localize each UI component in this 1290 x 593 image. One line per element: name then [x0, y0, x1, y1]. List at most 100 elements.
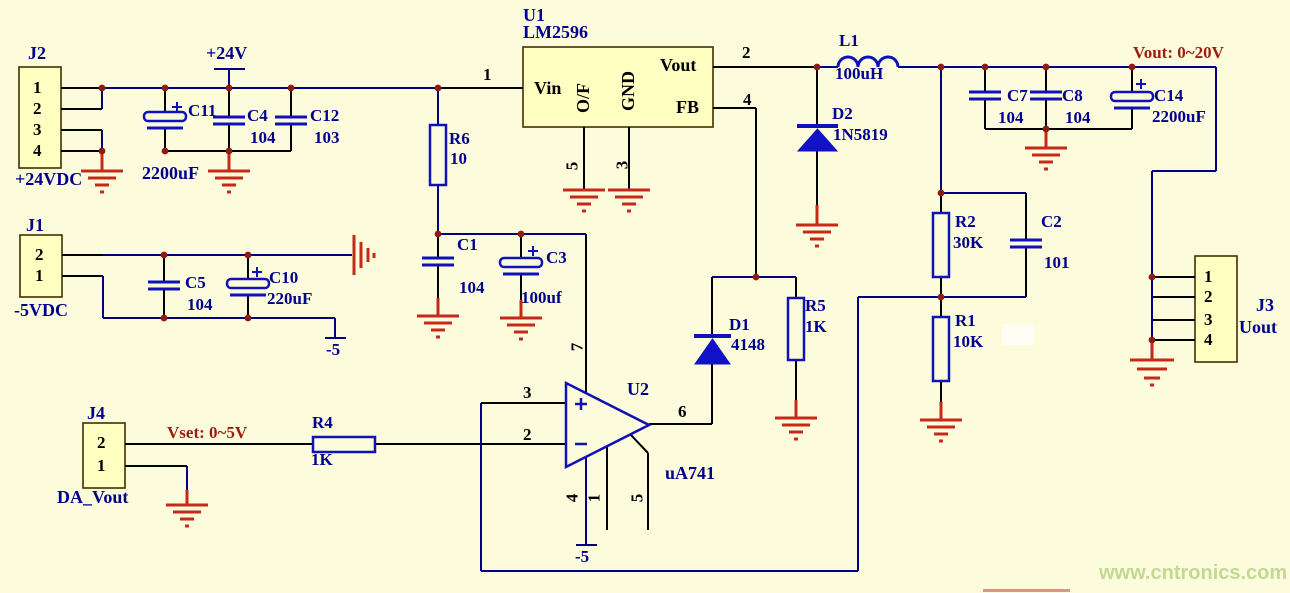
- bottom-edge-artifact: [983, 589, 1070, 592]
- c1-value: 104: [459, 278, 485, 297]
- ground-r5: [775, 400, 817, 441]
- d2-ref: D2: [832, 104, 853, 123]
- u2-pin-number-5: 5: [627, 493, 647, 503]
- c4-ref: C4: [247, 106, 268, 125]
- l1-ref: L1: [839, 31, 859, 50]
- u2-pin-stubs: [481, 234, 713, 530]
- r6-ref: R6: [449, 129, 470, 148]
- l1-value: 100uH: [835, 64, 884, 83]
- diode-d1-symbol: [694, 334, 731, 365]
- inductor-l1-symbol: [836, 55, 900, 68]
- u1-pin-gnd-label: GND: [618, 71, 638, 111]
- ground-u1-onoff: [563, 188, 605, 213]
- net-wires: [101, 66, 1217, 572]
- capacitor-c11-symbol: [142, 102, 188, 130]
- diode-d2-symbol: [796, 124, 839, 152]
- vset-range-annotation: Vset: 0~5V: [167, 423, 248, 442]
- c11-ref: C11: [188, 101, 217, 120]
- u2-pin-number-1: 1: [584, 493, 604, 503]
- j2-ref: J2: [28, 43, 46, 63]
- resistor-r5-symbol: [786, 296, 806, 362]
- j1-neg5-rail-label: -5: [326, 340, 341, 359]
- u2-neg5-rail-label: -5: [575, 547, 590, 566]
- ground-u1-gnd: [608, 188, 650, 213]
- j4-pin-2: 2: [97, 433, 106, 452]
- ground-j4: [166, 490, 208, 528]
- j2-pin-stubs: [61, 87, 102, 152]
- divider-stubs: [795, 67, 1027, 402]
- c14-plus-sign: [1136, 79, 1146, 89]
- j4-pin-1: 1: [97, 456, 106, 475]
- capacitor-c4-symbol: [213, 115, 245, 126]
- junction-dots: [98, 63, 1156, 344]
- r2-value: 30K: [953, 233, 984, 252]
- watermark: www.cntronics.com: [1099, 562, 1288, 584]
- u1-body: [522, 46, 714, 128]
- ground-j1-rotated: [352, 235, 376, 275]
- c2-ref: C2: [1041, 212, 1062, 231]
- u2-pin-number-7: 7: [567, 342, 587, 352]
- u2-pin-number-2: 2: [523, 425, 532, 444]
- c3-ref: C3: [546, 248, 567, 267]
- j1-pin-2: 2: [35, 245, 44, 264]
- r6-net: [437, 88, 586, 235]
- component-symbols: [142, 55, 1155, 470]
- r6-value: 10: [450, 149, 467, 168]
- c7-value: 104: [998, 108, 1024, 127]
- u1-pin-fb-label: FB: [676, 97, 700, 117]
- u1-ref: U1: [523, 5, 545, 25]
- c3-value: 100uf: [521, 288, 562, 307]
- c8-value: 104: [1065, 108, 1091, 127]
- u2-pin-number-6: 6: [678, 402, 687, 421]
- d1-value: 4148: [731, 335, 765, 354]
- c7-ref: C7: [1007, 86, 1028, 105]
- j2-body: [18, 66, 62, 169]
- j3-ref: J3: [1256, 295, 1274, 315]
- c12-ref: C12: [310, 106, 340, 125]
- capacitor-c2-symbol: [1010, 238, 1042, 249]
- vout-rail: [817, 66, 1217, 340]
- r4-value: 1K: [311, 450, 333, 469]
- pin-wires: [61, 66, 1195, 530]
- c5-value: 104: [187, 295, 213, 314]
- input-cap-stubs: [164, 88, 292, 152]
- d1-ref: D1: [729, 315, 750, 334]
- connector-bodies: [18, 46, 1238, 489]
- u2-vee-bar: [576, 456, 597, 546]
- r1-ref: R1: [955, 311, 976, 330]
- c12-value: 103: [314, 128, 340, 147]
- j3-pin-3: 3: [1204, 310, 1213, 329]
- u2-pin-number-3: 3: [523, 383, 532, 402]
- j4-ref: J4: [87, 403, 105, 423]
- c10-ref: C10: [269, 268, 299, 287]
- white-patch-artifact: [1002, 324, 1034, 345]
- c14-value: 2200uF: [1152, 107, 1206, 126]
- j4-pin-stubs: [125, 443, 566, 467]
- c2-value: 101: [1044, 253, 1070, 272]
- input-rail: [101, 87, 438, 151]
- j1-pin-stubs: [62, 254, 103, 277]
- c5-ref: C5: [185, 273, 206, 292]
- j1-ref: J1: [26, 215, 44, 235]
- j3-body: [1194, 255, 1238, 363]
- capacitor-c1-symbol: [422, 256, 454, 267]
- u1-pin-vout-label: Vout: [660, 55, 697, 75]
- capacitor-c8-symbol: [1030, 90, 1062, 101]
- c4-value: 104: [250, 128, 276, 147]
- neg5-net: [102, 254, 352, 339]
- capacitor-c14-symbol: [1109, 79, 1155, 110]
- resistor-r1-symbol: [931, 315, 951, 383]
- opamp-u2-symbol: [564, 380, 652, 470]
- resistor-r4-symbol: [311, 435, 377, 454]
- j3-name: Uout: [1239, 317, 1278, 337]
- u1-pin-number-4: 4: [743, 90, 752, 109]
- r4-ref: R4: [312, 413, 333, 432]
- u2-part: uA741: [665, 463, 716, 483]
- ground-d2: [796, 205, 838, 248]
- u1-pin-number-3: 3: [612, 160, 632, 170]
- capacitor-c5-symbol: [148, 280, 180, 291]
- capacitor-c12-symbol: [275, 115, 307, 126]
- ground-r1: [920, 402, 962, 443]
- ground-c1: [417, 298, 459, 339]
